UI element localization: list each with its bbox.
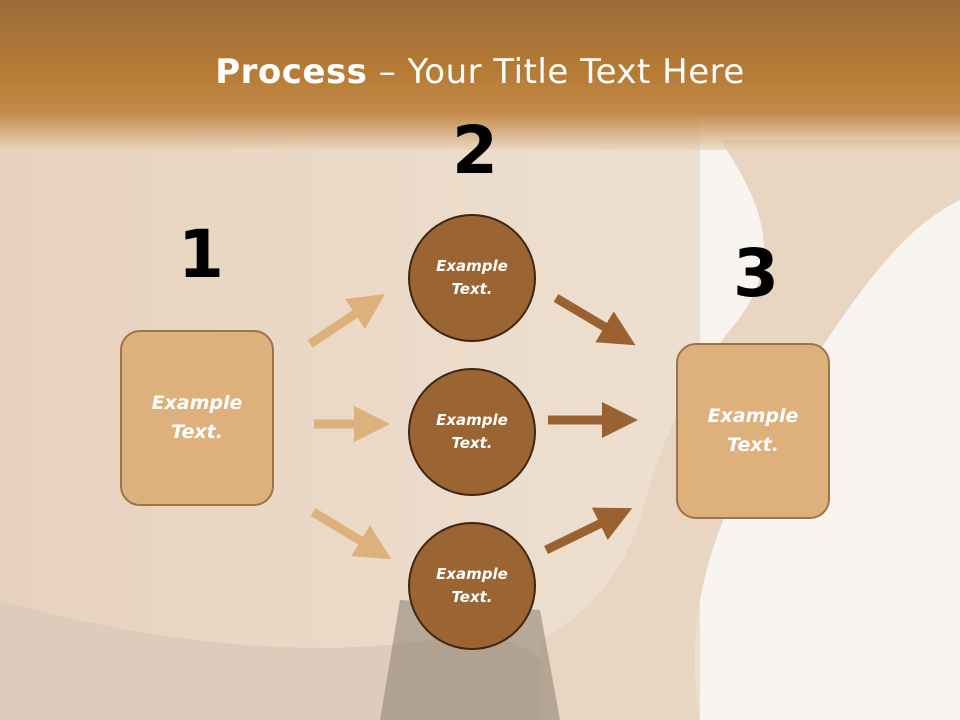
- title-banner: [0, 0, 960, 150]
- arrow-right-bottom: [544, 507, 633, 555]
- circle-top: Example Text.: [408, 214, 536, 342]
- right-box-text: Example Text.: [707, 405, 799, 456]
- left-box: Example Text.: [120, 330, 274, 506]
- step-number-3: 3: [733, 235, 779, 312]
- arrow-left-top: [307, 294, 385, 348]
- arrow-right-top: [553, 294, 636, 346]
- circle-top-text: Example Text.: [436, 257, 508, 298]
- title-bold: Process: [215, 52, 368, 92]
- slide-title: Process – Your Title Text Here: [0, 52, 960, 92]
- right-box: Example Text.: [676, 343, 830, 519]
- circle-bottom-text: Example Text.: [436, 565, 508, 606]
- step-number-2: 2: [452, 112, 498, 189]
- circle-bottom: Example Text.: [408, 522, 536, 650]
- circle-middle-text: Example Text.: [436, 411, 508, 452]
- left-box-text: Example Text.: [151, 392, 243, 443]
- title-rest: – Your Title Text Here: [367, 52, 745, 92]
- step-number-1: 1: [178, 216, 224, 293]
- circle-middle: Example Text.: [408, 368, 536, 496]
- arrow-left-bottom: [310, 508, 392, 560]
